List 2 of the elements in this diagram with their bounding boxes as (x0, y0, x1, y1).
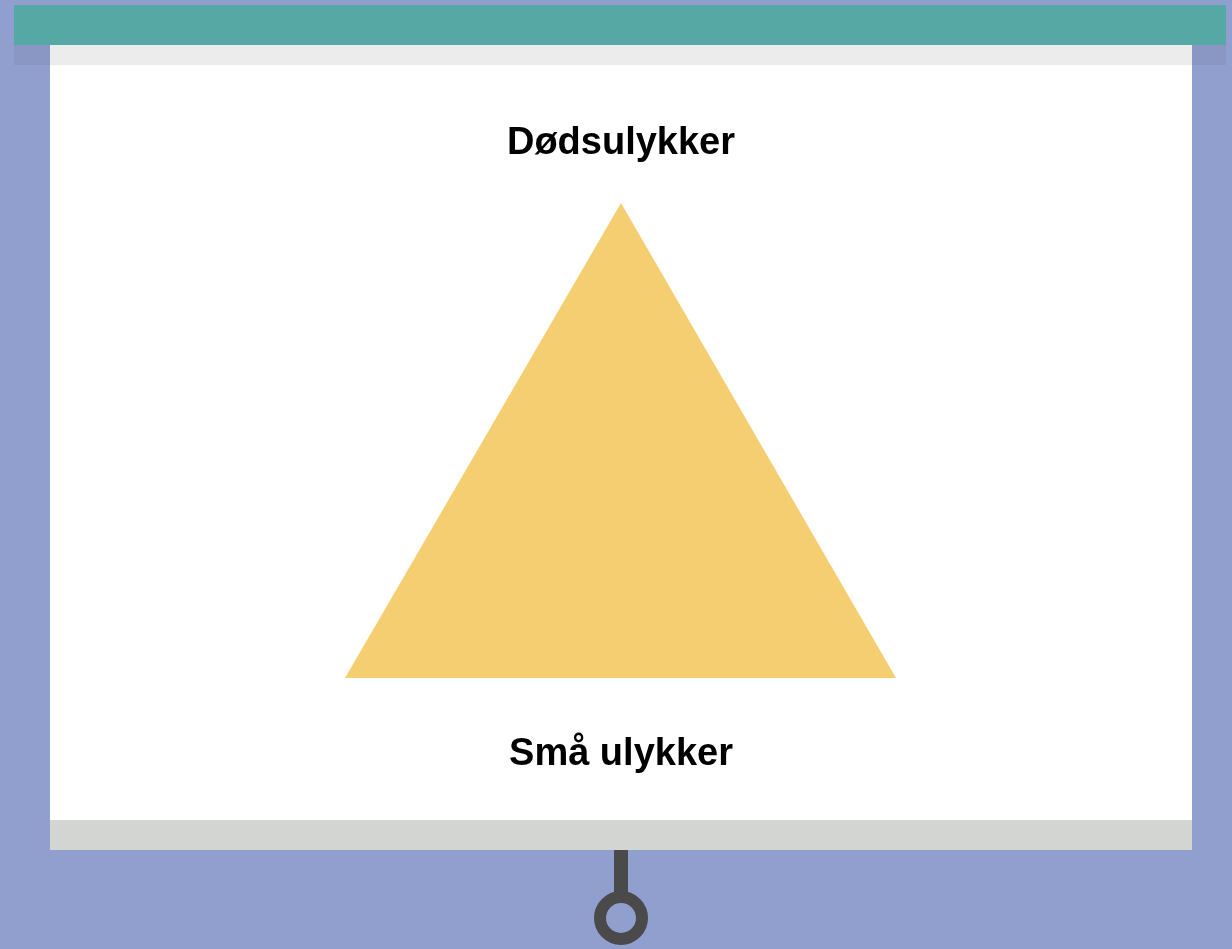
top-label: Dødsulykker (506, 119, 736, 164)
bottom-label: Små ulykker (509, 730, 733, 775)
